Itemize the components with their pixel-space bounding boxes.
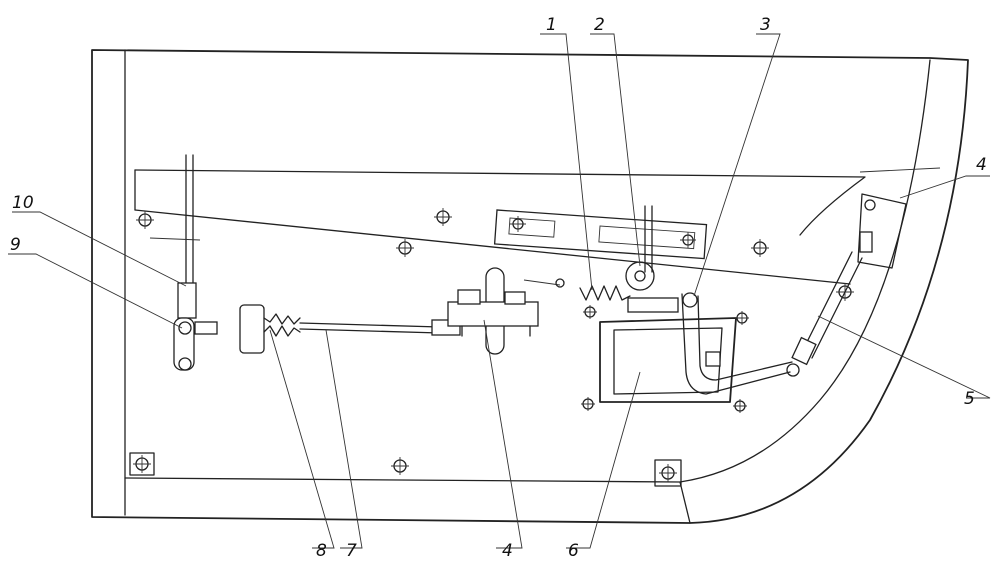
callout-5: 5	[964, 389, 975, 409]
bolt	[391, 457, 409, 475]
bolt	[659, 464, 677, 482]
bolt	[396, 239, 414, 257]
callout-10: 10	[12, 193, 34, 213]
callout-labels: 1 2 3 4 5 6 4 7 8 9 10	[10, 15, 987, 561]
callout-7: 7	[346, 541, 357, 561]
door-panel	[91, 49, 969, 524]
bolt	[733, 399, 747, 413]
bolts	[129, 208, 854, 487]
bolt	[680, 232, 696, 248]
right-lock-unit	[791, 193, 907, 366]
callout-3: 3	[760, 15, 771, 35]
callout-8: 8	[316, 541, 327, 561]
control-rod	[239, 304, 461, 354]
leader-lines	[8, 33, 991, 549]
reinforcement-beam	[134, 169, 866, 285]
spring-assembly	[523, 205, 679, 313]
bolt	[751, 239, 769, 257]
left-latch-lever	[149, 154, 218, 371]
central-latch-unit	[447, 267, 539, 355]
bell-crank-lever	[681, 292, 800, 395]
bolt	[136, 211, 154, 229]
callout-4-center: 4	[502, 541, 513, 561]
bolt	[510, 216, 526, 232]
door-handle	[581, 305, 749, 413]
callout-9: 9	[10, 235, 21, 255]
bolt	[434, 208, 452, 226]
callout-1: 1	[546, 15, 557, 35]
callout-2: 2	[594, 15, 605, 35]
callout-4-right: 4	[976, 155, 987, 175]
bolt	[581, 397, 595, 411]
bolt	[583, 305, 597, 319]
callout-6: 6	[568, 541, 579, 561]
bolt	[133, 455, 151, 473]
bolt	[735, 311, 749, 325]
